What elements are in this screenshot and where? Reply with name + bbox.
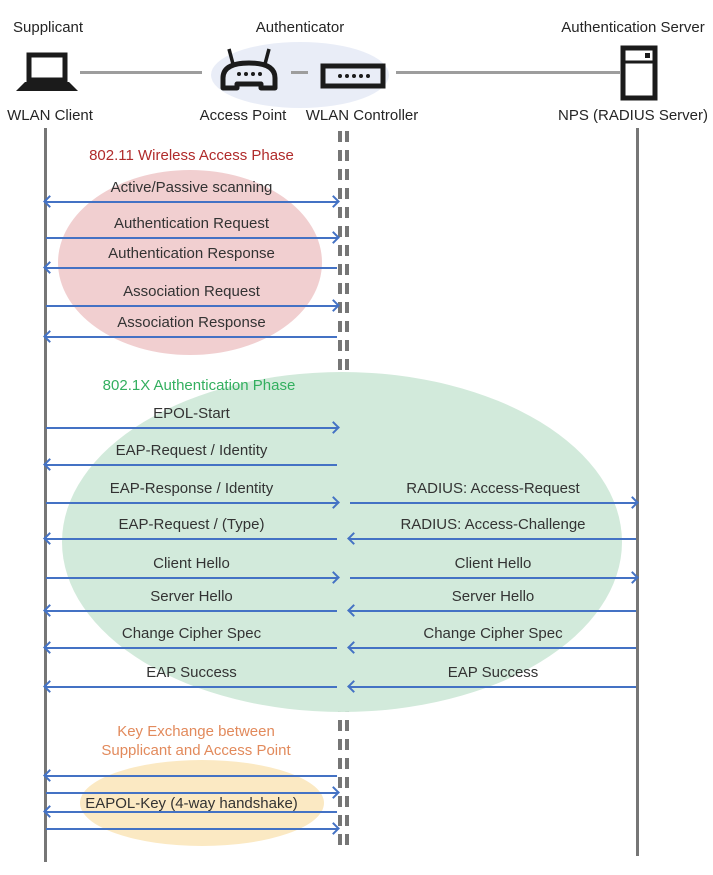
- message-label: Association Response: [117, 314, 266, 331]
- message-arrow-left: [347, 532, 636, 545]
- message-label: RADIUS: Access-Challenge: [400, 516, 586, 533]
- message-label: Server Hello: [150, 588, 233, 605]
- message-arrow-right: [46, 299, 340, 312]
- message-label: Client Hello: [153, 555, 230, 572]
- connector-controller-server: [396, 71, 620, 74]
- message-label: EAP Success: [447, 664, 539, 681]
- message-label: Change Cipher Spec: [423, 625, 563, 642]
- arrowhead-left: [43, 330, 56, 343]
- message-arrow-right: [46, 231, 340, 244]
- arrowhead-left: [347, 532, 360, 545]
- actor-wlan-client: WLAN Client: [7, 107, 93, 124]
- arrowhead-right: [327, 231, 340, 244]
- message-label: EAP-Request / Identity: [115, 442, 268, 459]
- arrowhead-left: [347, 604, 360, 617]
- access-point-icon: [220, 48, 278, 91]
- arrowhead-left: [43, 532, 56, 545]
- message-arrow-left: [43, 330, 337, 343]
- server-icon: [620, 45, 658, 101]
- message-arrow-left: [43, 604, 337, 617]
- arrowhead-left: [43, 641, 56, 654]
- message-label: EAP Success: [146, 664, 237, 681]
- role-supplicant: Supplicant: [13, 19, 84, 36]
- message-arrow-left: [347, 680, 636, 693]
- message-label: Active/Passive scanning: [110, 179, 273, 196]
- message-label: Authentication Response: [108, 245, 275, 262]
- message-arrow-right: [350, 496, 639, 509]
- phase-title-key-exchange: Key Exchange between Supplicant and Acce…: [46, 722, 346, 760]
- message-label: Client Hello: [454, 555, 532, 572]
- message-label: EPOL-Start: [153, 405, 230, 422]
- arrowhead-left: [43, 261, 56, 274]
- arrowhead-right: [327, 571, 340, 584]
- message-arrow-right: [46, 822, 340, 835]
- phase-ellipse-wireless-access: [58, 170, 322, 355]
- message-arrow-right: [46, 421, 340, 434]
- lifeline-radius-server: [636, 128, 639, 856]
- arrowhead-left: [43, 458, 56, 471]
- message-arrow-left: [43, 641, 337, 654]
- message-label: EAP-Response / Identity: [109, 480, 274, 497]
- message-arrow-left: [43, 261, 337, 274]
- message-arrow-left: [347, 604, 636, 617]
- actor-nps-radius-server: NPS (RADIUS Server): [557, 107, 709, 124]
- arrowhead-right: [626, 571, 639, 584]
- arrowhead-right: [327, 299, 340, 312]
- message-arrow-left: [43, 680, 337, 693]
- message-arrow-left: [43, 769, 337, 782]
- connector-client-ap: [80, 71, 202, 74]
- message-label: Association Request: [123, 283, 260, 300]
- message-arrow-left: [347, 641, 636, 654]
- message-label: RADIUS: Access-Request: [406, 480, 580, 497]
- phase-title-wireless-access: 802.11 Wireless Access Phase: [89, 147, 294, 164]
- phase-title-key-exchange-line2: Supplicant and Access Point: [101, 742, 291, 759]
- actor-wlan-controller: WLAN Controller: [305, 107, 419, 124]
- message-arrow-left: [43, 458, 337, 471]
- phase-title-key-exchange-line1: Key Exchange between: [117, 723, 275, 740]
- phase-ellipse-key-exchange: [80, 760, 324, 846]
- arrowhead-right: [327, 195, 340, 208]
- arrowhead-left: [43, 195, 56, 208]
- arrowhead-right: [327, 822, 340, 835]
- message-label: EAPOL-Key (4-way handshake): [85, 795, 298, 812]
- arrowhead-left: [347, 641, 360, 654]
- message-arrow-right: [350, 571, 639, 584]
- message-arrow-right: [46, 571, 340, 584]
- actor-access-point: Access Point: [199, 107, 287, 124]
- wlan-controller-icon: [320, 63, 386, 89]
- phase-title-dot1x-authentication: 802.1X Authentication Phase: [102, 377, 296, 394]
- lifeline-wlan-client: [44, 128, 47, 862]
- message-label: EAP-Request / (Type): [118, 516, 265, 533]
- role-authenticator: Authenticator: [255, 19, 345, 36]
- message-arrow-both: [43, 195, 340, 208]
- message-arrow-right: [46, 786, 340, 799]
- message-arrow-left: [43, 532, 337, 545]
- arrowhead-left: [43, 604, 56, 617]
- arrowhead-left: [43, 769, 56, 782]
- arrowhead-right: [327, 421, 340, 434]
- arrowhead-right: [327, 496, 340, 509]
- role-authentication-server: Authentication Server: [561, 19, 705, 36]
- arrowhead-left: [347, 680, 360, 693]
- message-arrow-left: [43, 805, 337, 818]
- arrowhead-right: [626, 496, 639, 509]
- message-arrow-right: [46, 496, 340, 509]
- message-label: Authentication Request: [113, 215, 270, 232]
- laptop-icon: [16, 52, 78, 91]
- arrowhead-left: [43, 680, 56, 693]
- connector-ap-controller: [291, 71, 308, 74]
- message-label: Change Cipher Spec: [121, 625, 262, 642]
- message-label: Server Hello: [451, 588, 535, 605]
